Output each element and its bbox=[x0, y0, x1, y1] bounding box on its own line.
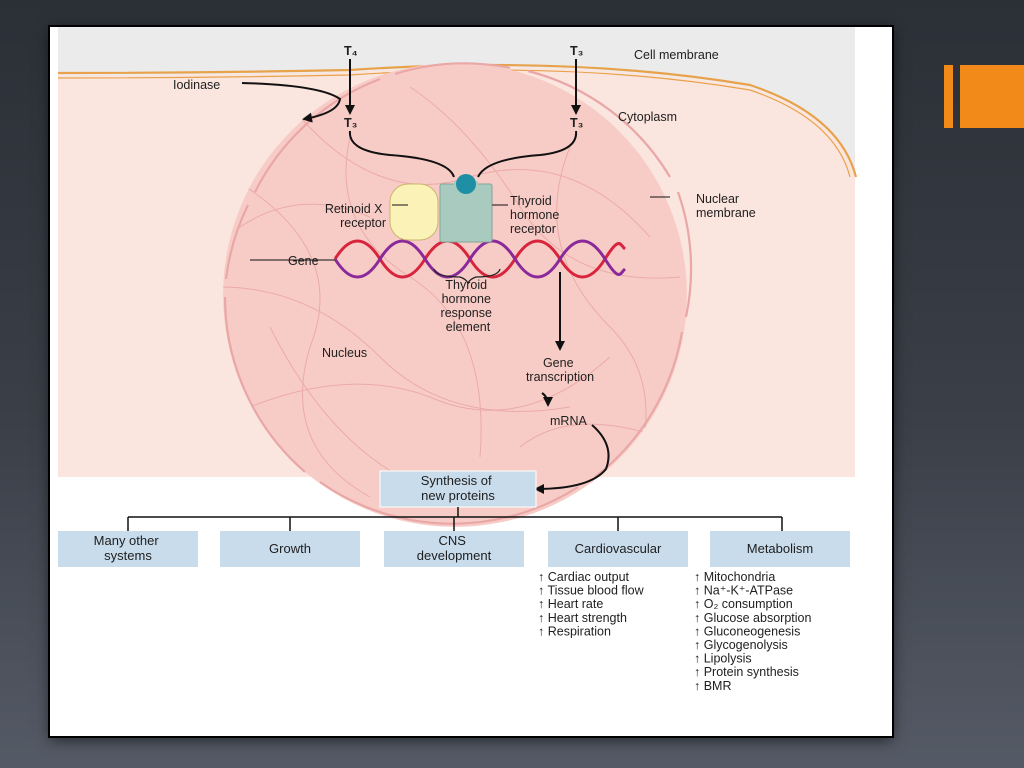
effect-item: ↑ Cardiac output bbox=[538, 570, 630, 584]
thyroid-hormone-diagram: T₄ T₃ T₃ T₃ Cell membrane Iodinase Cytop… bbox=[57, 27, 858, 693]
metabolism-effects-list: ↑ Mitochondria↑ Na⁺-K⁺-ATPase↑ O₂ consum… bbox=[694, 570, 811, 693]
cardiovascular-effects-list: ↑ Cardiac output↑ Tissue blood flow↑ Hea… bbox=[538, 570, 645, 638]
effect-box-cns-development: CNS development bbox=[384, 531, 524, 567]
svg-text:Cardiovascular: Cardiovascular bbox=[575, 541, 662, 556]
accent-bar-thick bbox=[960, 65, 1024, 128]
svg-text:Synthesis of new prote: Synthesis of new proteins bbox=[421, 473, 496, 503]
effect-box-cardiovascular: Cardiovascular bbox=[548, 531, 688, 567]
effect-box-many-other-systems: Many other systems bbox=[58, 531, 198, 567]
effect-item: ↑ Heart strength bbox=[538, 611, 627, 625]
svg-text:Metabolism: Metabolism bbox=[747, 541, 813, 556]
mrna-arrow bbox=[541, 392, 553, 407]
response-element-bracket bbox=[433, 268, 501, 285]
cell-membrane bbox=[57, 63, 858, 178]
iodinase-arrow bbox=[241, 82, 342, 123]
cell-membrane-label: Cell membrane bbox=[634, 48, 719, 62]
nucleus-label: Nucleus bbox=[322, 346, 367, 360]
effect-item: ↑ Mitochondria bbox=[694, 570, 775, 584]
effect-item: ↑ BMR bbox=[694, 679, 732, 693]
response-element-label: Thyroid hormone response element bbox=[441, 278, 496, 334]
effect-item: ↑ O₂ consumption bbox=[694, 597, 793, 611]
retinoid-x-receptor bbox=[389, 183, 439, 241]
retinoid-x-receptor-label: Retinoid X receptor bbox=[325, 202, 386, 230]
t3-right-to-receptor bbox=[477, 130, 578, 178]
svg-text:Growth: Growth bbox=[269, 541, 311, 556]
t3-label-right: T₃ bbox=[570, 116, 584, 130]
cytoplasm-label: Cytoplasm bbox=[618, 110, 677, 124]
effect-item: ↑ Gluconeogenesis bbox=[694, 624, 800, 638]
effect-item: ↑ Glycogenolysis bbox=[694, 638, 788, 652]
nuclear-membrane bbox=[223, 62, 693, 525]
svg-text:CNS development: CNS development bbox=[417, 533, 492, 563]
nuclear-membrane-label: Nuclear membrane bbox=[696, 192, 756, 220]
effect-item: ↑ Lipolysis bbox=[694, 652, 752, 666]
effect-item: ↑ Tissue blood flow bbox=[538, 584, 645, 598]
effect-item: ↑ Heart rate bbox=[538, 597, 603, 611]
svg-text:Many other systems: Many other systems bbox=[94, 533, 163, 563]
tree-connectors bbox=[127, 507, 783, 531]
cytoplasm-region bbox=[58, 27, 855, 177]
iodinase-label: Iodinase bbox=[173, 78, 220, 92]
effect-box-growth: Growth bbox=[220, 531, 360, 567]
mrna-label: mRNA bbox=[550, 414, 587, 428]
effect-item: ↑ Na⁺-K⁺-ATPase bbox=[694, 584, 793, 598]
gene-transcription-label: Gene transcription bbox=[526, 356, 594, 384]
effect-item: ↑ Glucose absorption bbox=[694, 611, 811, 625]
effect-item: ↑ Protein synthesis bbox=[694, 665, 799, 679]
accent-bar-thin bbox=[944, 65, 953, 128]
effect-box-metabolism: Metabolism bbox=[710, 531, 850, 567]
synthesis-box: Synthesis of new proteins bbox=[379, 470, 537, 508]
effect-item: ↑ Respiration bbox=[538, 624, 611, 638]
t3-label-top: T₃ bbox=[570, 44, 584, 58]
gene-label: Gene bbox=[288, 254, 319, 268]
slide-content-frame: T₄ T₃ T₃ T₃ Cell membrane Iodinase Cytop… bbox=[50, 27, 892, 736]
t3-left-to-receptor bbox=[348, 130, 455, 178]
t4-label: T₄ bbox=[344, 44, 358, 58]
thyroid-hormone-receptor-label: Thyroid hormone receptor bbox=[510, 194, 563, 236]
t3-ligand bbox=[456, 174, 476, 194]
t3-label-left: T₃ bbox=[344, 116, 358, 130]
synthesis-arrow bbox=[534, 424, 610, 494]
